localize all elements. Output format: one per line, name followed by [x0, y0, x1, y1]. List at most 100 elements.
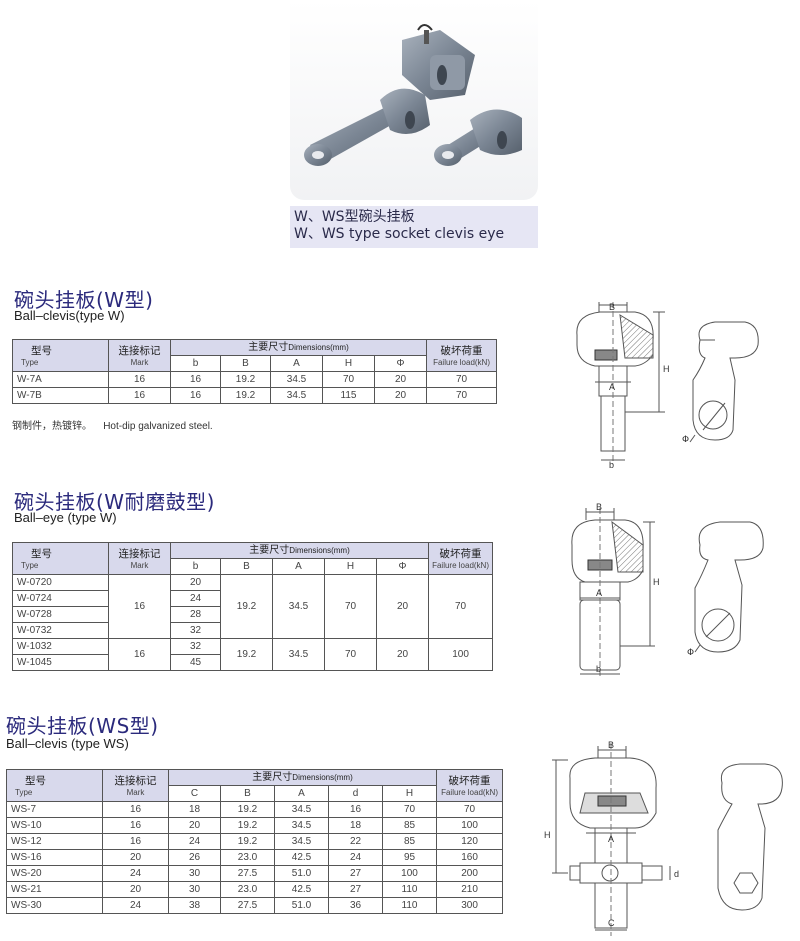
dim-cell: 26 [168, 849, 221, 866]
b-cell: 32 [170, 638, 221, 655]
table-row: W-1032 16 32 19.2 34.5 70 20 100 [12, 638, 494, 671]
dim-cell: 16 [328, 801, 383, 818]
mark-cell: 24 [102, 897, 169, 914]
load-header-cn: 破坏荷重 [439, 548, 482, 560]
dim-label-B: B [596, 502, 602, 512]
dim-cell: 85 [381, 817, 438, 834]
load-cell: 70 [436, 801, 504, 818]
load-header-cn: 破坏荷重 [440, 345, 483, 357]
col-header: H [324, 558, 377, 575]
phi-cell: 20 [375, 574, 430, 639]
b-cell: 20 [170, 574, 221, 591]
clevis-part [402, 24, 475, 100]
section2-subtitle: Ball–eye (type W) [14, 510, 117, 525]
dims-header-cn: 主要尺寸 [248, 341, 289, 353]
dim-label-b: b [609, 460, 614, 470]
col-header: d [328, 785, 383, 802]
ball-eye-long-part [304, 88, 430, 166]
load-header: 破坏荷重 Failure load(kN) [436, 769, 504, 802]
dim-cell: 70 [322, 371, 375, 388]
table-row: W-1045 45 [12, 654, 493, 671]
col-header: B [220, 785, 275, 802]
caption-en: W、WS type socket clevis eye [294, 226, 505, 242]
dim-cell: 18 [328, 817, 383, 834]
type-cell: W-7A [12, 371, 109, 388]
dim-cell: 110 [381, 881, 438, 898]
table-row: W-0728 28 [12, 606, 493, 623]
dim-label-H: H [544, 830, 551, 840]
col-header: A [272, 558, 325, 575]
mark-header-en: Mark [126, 788, 145, 797]
table-row: W-0720 16 20 19.2 34.5 70 20 70 [12, 574, 494, 639]
dims-header-cn: 主要尺寸 [252, 771, 293, 783]
load-cell: 100 [428, 638, 494, 671]
type-cell: W-0732 [12, 622, 109, 639]
dim-label-B: B [608, 740, 614, 750]
dims-header-en: Dimensions(mm) [288, 342, 349, 352]
dim-cell: 19.2 [220, 817, 275, 834]
dim-cell: 38 [168, 897, 221, 914]
section1-title: 碗头挂板(W型) [14, 288, 154, 312]
b-cell: 45 [170, 654, 221, 671]
mark-cell: 16 [108, 574, 171, 639]
dim-cell: 20 [373, 387, 428, 404]
mark-cell: 16 [102, 801, 169, 818]
section3-table: 型号 Type 连接标记 Mark 主要尺寸Dimensions(mm) 破坏荷… [6, 769, 504, 914]
dim-cell: 18 [168, 801, 221, 818]
dim-cell: 30 [168, 865, 221, 882]
dim-cell: 19.2 [220, 387, 271, 404]
load-header-en: Failure load(kN) [433, 358, 490, 367]
dim-cell: 34.5 [274, 817, 329, 834]
mark-cell: 16 [102, 833, 169, 850]
type-header: 型号 Type [6, 769, 103, 802]
drawing-ball-eye-w: B H A b Φ [571, 502, 764, 678]
dim-cell: 70 [381, 801, 438, 818]
dims-header-cn: 主要尺寸 [249, 544, 290, 556]
dim-label-C: C [608, 918, 615, 928]
mark-cell: 16 [108, 387, 171, 404]
type-cell: WS-12 [6, 833, 103, 850]
load-header: 破坏荷重 Failure load(kN) [426, 339, 498, 372]
dim-cell: 22 [328, 833, 383, 850]
table-row: W-0724 24 [12, 590, 493, 607]
A-cell: 34.5 [272, 638, 325, 671]
type-header: 型号 Type [12, 542, 109, 575]
dim-label-A: A [609, 382, 615, 392]
dim-cell: 24 [168, 833, 221, 850]
type-cell: WS-10 [6, 817, 103, 834]
drawing-ball-clevis-ws: B H A C d [544, 740, 783, 936]
type-cell: W-7B [12, 387, 109, 404]
dim-cell: 24 [328, 849, 383, 866]
dim-cell: 20 [168, 817, 221, 834]
type-header: 型号 Type [12, 339, 109, 372]
mark-cell: 20 [102, 849, 169, 866]
load-cell: 200 [436, 865, 504, 882]
mark-cell: 16 [108, 638, 171, 671]
type-cell: W-1045 [12, 654, 109, 671]
type-cell: WS-30 [6, 897, 103, 914]
load-cell: 70 [428, 574, 494, 639]
photo-caption: W、WS型碗头挂板 W、WS type socket clevis eye [290, 206, 538, 248]
mark-header-en: Mark [130, 561, 149, 570]
dim-label-H: H [653, 577, 660, 587]
dim-cell: 110 [381, 897, 438, 914]
B-cell: 19.2 [220, 638, 273, 671]
type-cell: W-0720 [12, 574, 109, 591]
type-cell: WS-21 [6, 881, 103, 898]
section2-title: 碗头挂板(W耐磨鼓型) [14, 490, 215, 514]
dims-header-en: Dimensions(mm) [292, 772, 353, 782]
b-cell: 28 [170, 606, 221, 623]
mark-cell: 24 [102, 865, 169, 882]
mark-header-cn: 连接标记 [118, 345, 161, 357]
col-header: H [381, 785, 438, 802]
type-cell: W-0724 [12, 590, 109, 607]
ball-eye-short-part [434, 109, 522, 166]
dims-header: 主要尺寸Dimensions(mm) [169, 542, 430, 559]
dim-label-b: b [596, 664, 601, 674]
mark-header: 连接标记 Mark [102, 769, 169, 802]
